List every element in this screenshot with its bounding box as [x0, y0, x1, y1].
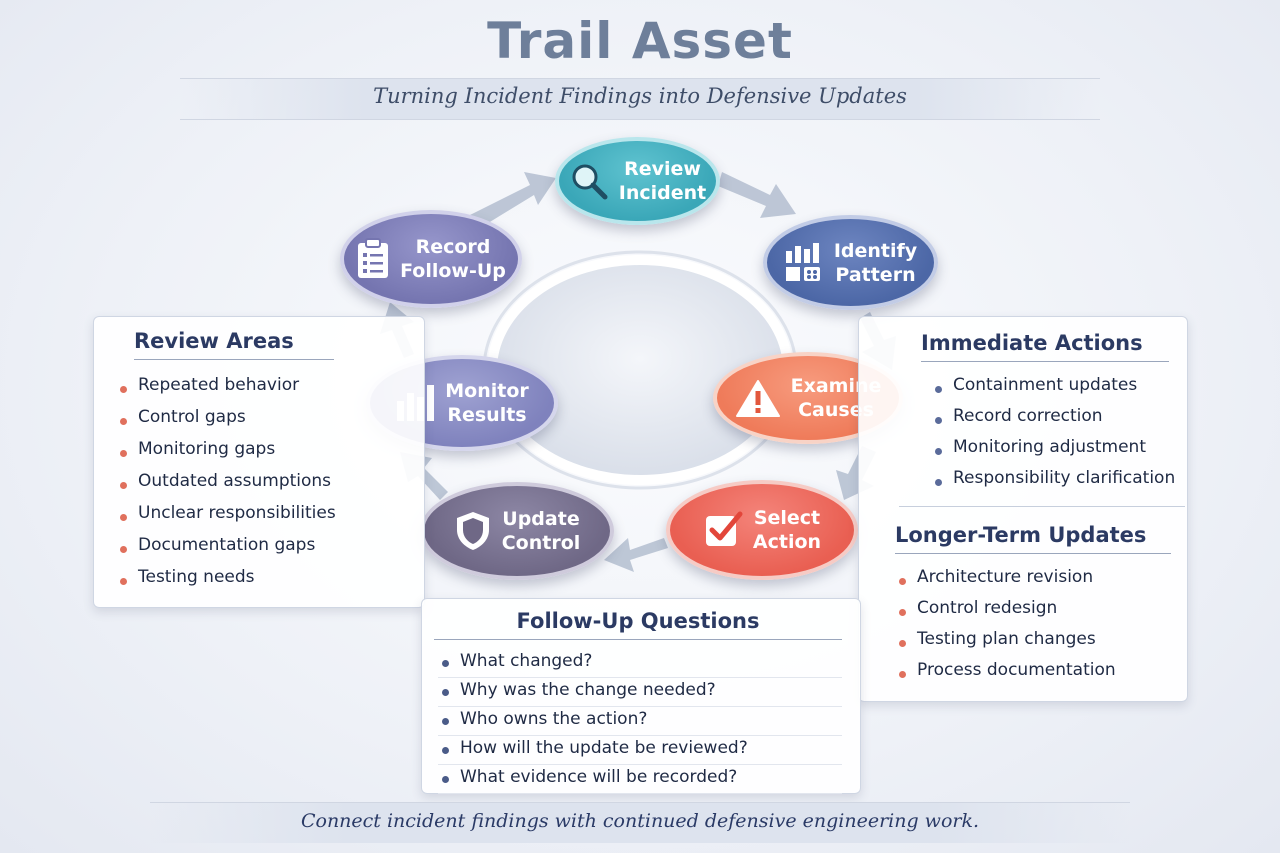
- list-item: Architecture revision: [895, 565, 1116, 596]
- list-item: Testing plan changes: [895, 627, 1116, 658]
- cycle-arrow: [604, 538, 668, 572]
- list-item: Who owns the action?: [438, 707, 842, 736]
- list-item: What changed?: [438, 649, 842, 678]
- divider: [899, 506, 1185, 507]
- list-item: Responsibility clarification: [931, 466, 1175, 497]
- warning-icon: [735, 378, 781, 418]
- list-item: What evidence will be recorded?: [438, 765, 842, 794]
- list-item: Testing needs: [116, 565, 336, 597]
- list-item: Containment updates: [931, 373, 1175, 404]
- subtitle-band: [180, 78, 1100, 120]
- clipboard-icon: [356, 238, 390, 280]
- review-areas-panel: Review Areas Repeated behavior Control g…: [93, 316, 425, 608]
- page-subtitle: Turning Incident Findings into Defensive…: [373, 84, 907, 108]
- list-item: Process documentation: [895, 658, 1116, 689]
- magnifier-icon: [569, 161, 609, 201]
- immediate-actions-list: Containment updates Record correction Mo…: [931, 373, 1175, 497]
- follow-up-list: What changed? Why was the change needed?…: [438, 649, 842, 794]
- immediate-actions-title: Immediate Actions: [921, 331, 1169, 362]
- list-item: Why was the change needed?: [438, 678, 842, 707]
- list-item: Monitoring gaps: [116, 437, 336, 469]
- list-item: Record correction: [931, 404, 1175, 435]
- actions-panel: Immediate Actions Containment updates Re…: [858, 316, 1188, 702]
- pattern-chart-icon: [784, 241, 824, 285]
- review-areas-list: Repeated behavior Control gaps Monitorin…: [116, 373, 336, 597]
- cycle-arrow: [718, 172, 796, 218]
- list-item: Repeated behavior: [116, 373, 336, 405]
- list-item: Control redesign: [895, 596, 1116, 627]
- longer-term-title: Longer-Term Updates: [895, 523, 1171, 554]
- list-item: Documentation gaps: [116, 533, 336, 565]
- cycle-arrow: [470, 172, 556, 228]
- list-item: Monitoring adjustment: [931, 435, 1175, 466]
- footer-band: [150, 802, 1130, 843]
- list-item: Outdated assumptions: [116, 469, 336, 501]
- review-areas-title: Review Areas: [134, 329, 334, 360]
- list-item: Control gaps: [116, 405, 336, 437]
- longer-term-list: Architecture revision Control redesign T…: [895, 565, 1116, 689]
- footer-text: Connect incident findings with continued…: [300, 810, 980, 832]
- shield-icon: [454, 510, 492, 552]
- page-title: Trail Asset: [487, 12, 793, 70]
- checkbox-icon: [703, 510, 743, 550]
- list-item: Unclear responsibilities: [116, 501, 336, 533]
- follow-up-title: Follow-Up Questions: [434, 609, 842, 640]
- list-item: How will the update be reviewed?: [438, 736, 842, 765]
- follow-up-panel: Follow-Up Questions What changed? Why wa…: [421, 598, 861, 794]
